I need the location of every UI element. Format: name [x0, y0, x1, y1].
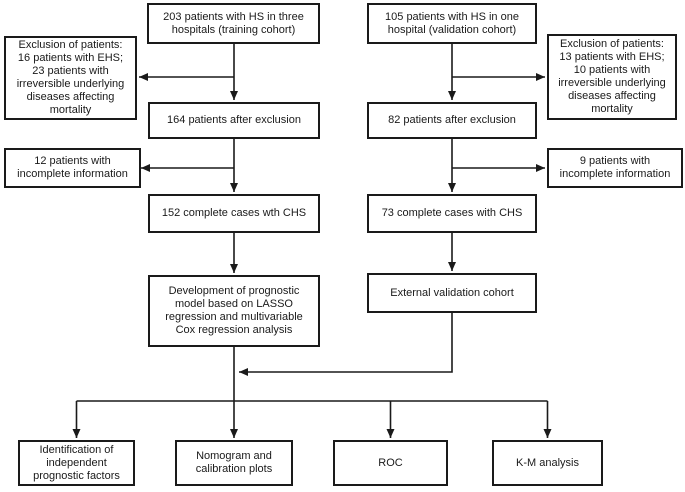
node-training-exclusion: Exclusion of patients: 16 patients with …: [4, 36, 137, 120]
node-nomogram: Nomogram and calibration plots: [175, 440, 293, 486]
node-identification: Identification of independent prognostic…: [18, 440, 135, 486]
node-validation-incomplete: 9 patients with incomplete information: [547, 148, 683, 188]
node-validation-exclusion: Exclusion of patients: 13 patients with …: [547, 34, 677, 120]
node-roc: ROC: [333, 440, 448, 486]
node-validation-complete: 73 complete cases with CHS: [367, 194, 537, 233]
node-validation-cohort: 105 patients with HS in one hospital (va…: [367, 3, 537, 44]
node-development: Development of prognostic model based on…: [148, 275, 320, 347]
node-training-incomplete: 12 patients with incomplete information: [4, 148, 141, 188]
node-training-complete: 152 complete cases wth CHS: [148, 194, 320, 233]
node-km-analysis: K-M analysis: [492, 440, 603, 486]
node-validation-after-exclusion: 82 patients after exclusion: [367, 102, 537, 139]
node-training-after-exclusion: 164 patients after exclusion: [148, 102, 320, 139]
arrow-external-join-to-main-line: [239, 313, 453, 376]
node-training-cohort: 203 patients with HS in three hospitals …: [147, 3, 320, 44]
node-external-validation: External validation cohort: [367, 273, 537, 313]
